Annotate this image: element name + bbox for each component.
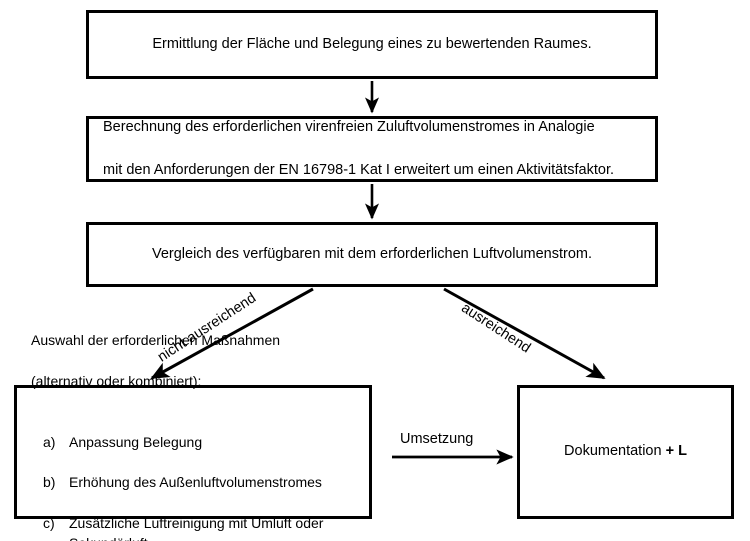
list-item-text: Anpassung Belegung <box>69 433 203 450</box>
list-item-marker: a) <box>43 433 56 450</box>
list-item: b) Erhöhung des Außenluftvolumenstromes <box>31 472 369 492</box>
node-ermittlung-label: Ermittlung der Fläche und Belegung eines… <box>152 35 592 52</box>
node-massnahmen-list: a) Anpassung Belegung b) Erhöhung des Au… <box>31 411 369 541</box>
node-vergleich-label: Vergleich des verfügbaren mit dem erford… <box>151 245 593 262</box>
node-massnahmen: Auswahl der erforderlichen Maßnahmen (al… <box>14 332 372 541</box>
node-massnahmen-heading-2: (alternativ oder kombiniert): <box>31 372 202 389</box>
list-item-text: Erhöhung des Außenluftvolumenstromes <box>69 474 322 491</box>
list-item-text: Zusätzliche Luftreinigung mit Umluft ode… <box>69 514 324 541</box>
node-berechnung: Berechnung des erforderlichen virenfreie… <box>86 116 658 182</box>
node-dokumentation: Dokumentation + L <box>517 385 734 519</box>
list-item-marker: c) <box>43 514 55 531</box>
node-dokumentation-label: Dokumentation + L <box>564 441 687 462</box>
node-vergleich: Vergleich des verfügbaren mit dem erford… <box>86 222 658 287</box>
edge-label-umsetzung: Umsetzung <box>400 431 474 447</box>
node-berechnung-label: Berechnung des erforderlichen virenfreie… <box>89 96 628 201</box>
node-berechnung-line-1: Berechnung des erforderlichen virenfreie… <box>103 119 595 136</box>
edge-label-ausreichend: ausreichend <box>458 300 534 357</box>
node-dokumentation-text: Dokumentation <box>564 443 666 460</box>
list-item-marker: b) <box>43 474 56 491</box>
node-dokumentation-bold-suffix: + L <box>665 443 687 460</box>
list-item: c) Zusätzliche Luftreinigung mit Umluft … <box>31 513 369 541</box>
node-berechnung-line-2: mit den Anforderungen der EN 16798-1 Kat… <box>103 161 615 178</box>
node-ermittlung: Ermittlung der Fläche und Belegung eines… <box>86 10 658 79</box>
list-item: a) Anpassung Belegung <box>31 432 369 452</box>
